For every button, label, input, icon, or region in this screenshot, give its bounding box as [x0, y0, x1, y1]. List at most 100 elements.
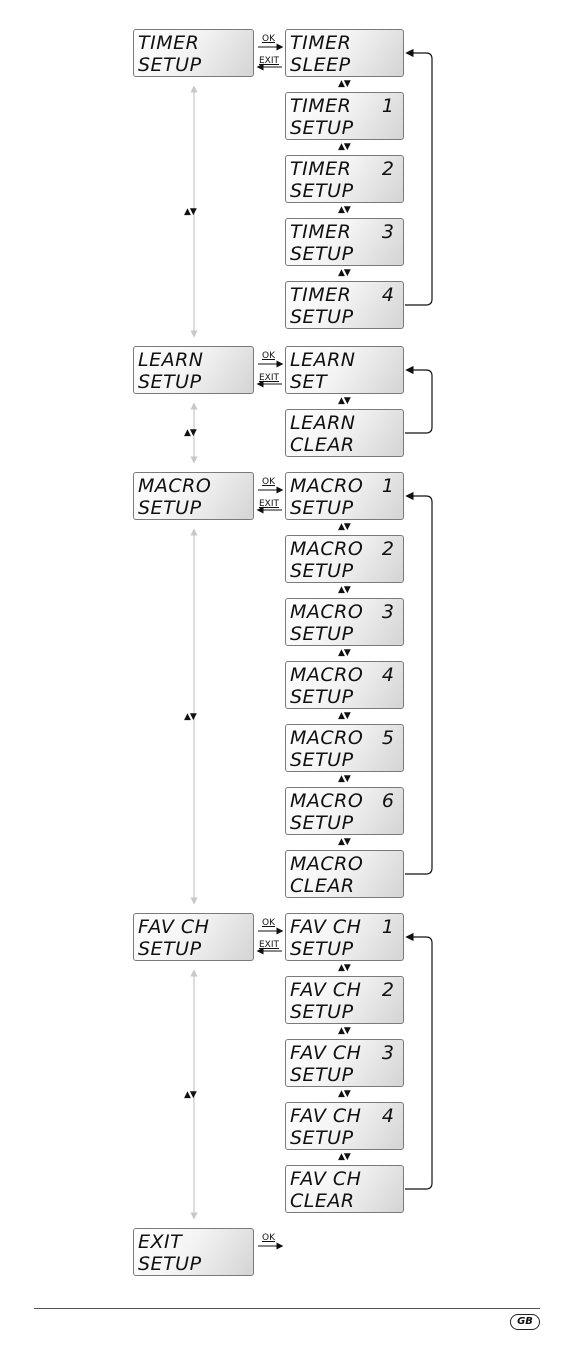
sub-updown-arrows: ▲▼ [338, 79, 351, 89]
sub-updown-arrows: ▲▼ [338, 648, 351, 658]
display-line-2: SETUP [290, 623, 354, 645]
display-line-2: SETUP [138, 54, 202, 76]
display-line-2: SETUP [290, 117, 354, 139]
display-line-2: SETUP [290, 812, 354, 834]
display-number: 1 [381, 95, 394, 117]
display-line-2: SETUP [290, 1127, 354, 1149]
display-line-1: MACRO [290, 853, 364, 875]
ok-label: OK [262, 477, 275, 487]
exit-label: EXIT [259, 940, 280, 950]
display-line-1: FAV CH [290, 979, 362, 1001]
display-number: 4 [381, 1105, 394, 1127]
ok-label: OK [262, 351, 275, 361]
display-number: 3 [381, 601, 394, 623]
main-updown-arrows: ▲▼ [184, 1090, 197, 1100]
exit-label: EXIT [259, 373, 280, 383]
sub-updown-arrows: ▲▼ [338, 1089, 351, 1099]
ok-label: OK [262, 1233, 275, 1243]
language-badge: GB [510, 1314, 540, 1330]
timer-cycle-loop [405, 48, 433, 306]
display-number: 1 [381, 475, 394, 497]
display-line-2: CLEAR [290, 434, 355, 456]
sub-updown-arrows: ▲▼ [338, 1152, 351, 1162]
display-number: 2 [381, 979, 394, 1001]
sub-updown-arrows: ▲▼ [338, 268, 351, 278]
display-line-1: TIMER [290, 95, 352, 117]
sub-updown-arrows: ▲▼ [338, 1026, 351, 1036]
display-line-1: MACRO [138, 475, 212, 497]
exit-label: EXIT [259, 56, 280, 66]
display-line-1: FAV CH [290, 1168, 362, 1190]
display-line-2: SETUP [290, 180, 354, 202]
display-line-1: MACRO [290, 601, 364, 623]
display-line-1: FAV CH [290, 916, 362, 938]
sub-updown-arrows: ▲▼ [338, 837, 351, 847]
main-updown-arrows: ▲▼ [184, 428, 197, 438]
display-line-1: TIMER [138, 32, 200, 54]
display-line-2: SETUP [290, 938, 354, 960]
display-line-1: TIMER [290, 32, 352, 54]
display-line-2: SETUP [290, 1064, 354, 1086]
display-line-2: SETUP [138, 497, 202, 519]
ok-label: OK [262, 34, 275, 44]
display-line-2: SETUP [138, 371, 202, 393]
display-line-1: MACRO [290, 664, 364, 686]
display-number: 4 [381, 284, 394, 306]
display-line-1: EXIT [138, 1231, 183, 1253]
display-number: 4 [381, 664, 394, 686]
sub-updown-arrows: ▲▼ [338, 963, 351, 973]
display-line-2: SETUP [290, 306, 354, 328]
display-line-2: CLEAR [290, 1190, 355, 1212]
display-line-2: SETUP [290, 686, 354, 708]
sub-updown-arrows: ▲▼ [338, 711, 351, 721]
display-line-1: MACRO [290, 790, 364, 812]
display-line-1: FAV CH [290, 1042, 362, 1064]
display-line-1: TIMER [290, 284, 352, 306]
display-line-2: SETUP [138, 938, 202, 960]
display-line-2: SETUP [290, 497, 354, 519]
display-number: 1 [381, 916, 394, 938]
display-line-1: MACRO [290, 727, 364, 749]
display-number: 6 [381, 790, 394, 812]
main-updown-arrows: ▲▼ [184, 207, 197, 217]
display-line-2: SETUP [290, 243, 354, 265]
sub-updown-arrows: ▲▼ [338, 774, 351, 784]
sub-updown-arrows: ▲▼ [338, 522, 351, 532]
display-line-2: CLEAR [290, 875, 355, 897]
ok-label: OK [262, 918, 275, 928]
display-line-1: LEARN [290, 412, 356, 434]
display-line-2: SETUP [138, 1253, 202, 1275]
display-line-2: SET [290, 371, 328, 393]
display-line-1: MACRO [290, 475, 364, 497]
display-line-1: TIMER [290, 158, 352, 180]
footer-rule [34, 1308, 540, 1309]
display-number: 3 [381, 221, 394, 243]
sub-updown-arrows: ▲▼ [338, 142, 351, 152]
display-line-1: FAV CH [138, 916, 210, 938]
display-number: 3 [381, 1042, 394, 1064]
display-number: 2 [381, 538, 394, 560]
fav-cycle-loop [405, 932, 433, 1190]
display-line-1: FAV CH [290, 1105, 362, 1127]
learn-cycle-loop [405, 365, 433, 434]
sub-updown-arrows: ▲▼ [338, 396, 351, 406]
